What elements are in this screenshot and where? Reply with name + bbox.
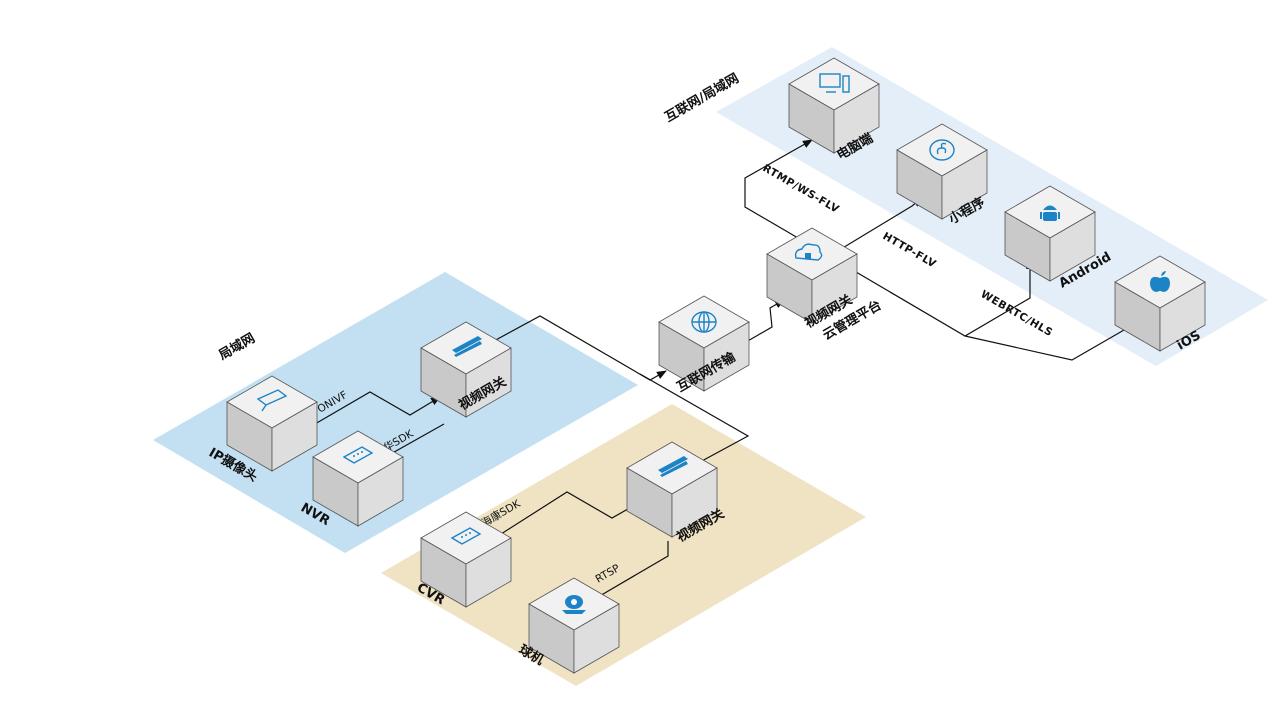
node-ip-camera[interactable] (226, 375, 318, 472)
node-internet[interactable] (658, 295, 750, 392)
server-icon (658, 456, 688, 477)
site-zone (381, 404, 866, 686)
protocol-httpflv: HTTP-FLV (881, 230, 939, 270)
link-cloud-pc (744, 139, 813, 246)
node-pc[interactable] (788, 57, 880, 154)
node-dome[interactable] (528, 577, 620, 674)
lan-zone-label: 局域网 (216, 330, 258, 363)
cloud-icon (794, 243, 823, 261)
node-ios[interactable] (1114, 255, 1206, 352)
node-nvr[interactable] (312, 430, 404, 527)
lan-zone (153, 272, 638, 553)
link-gateway2-internet (639, 373, 750, 463)
miniprogram-icon (929, 139, 955, 161)
node-gateway-lan[interactable] (420, 321, 512, 418)
node-gateway-2[interactable] (626, 441, 718, 538)
node-cvr[interactable] (420, 511, 512, 608)
link-gateway-internet (491, 315, 667, 381)
android-icon (1040, 205, 1060, 221)
recorder-icon (342, 446, 374, 464)
node-android[interactable] (1004, 185, 1096, 282)
dome-camera-icon (562, 595, 586, 614)
recorder-icon (450, 527, 482, 545)
globe-icon (691, 311, 717, 333)
link-cloud-android (809, 244, 1034, 337)
node-cloud-platform[interactable] (766, 227, 858, 324)
link-internet-cloud (745, 299, 785, 343)
node-miniapp[interactable] (896, 123, 988, 220)
camera-icon (256, 389, 288, 412)
server-icon (452, 336, 482, 357)
link-dome-gateway2 (597, 541, 669, 598)
monitor-icon (819, 73, 850, 93)
link-ipcam-gateway (314, 391, 441, 425)
apple-icon (1150, 271, 1170, 292)
